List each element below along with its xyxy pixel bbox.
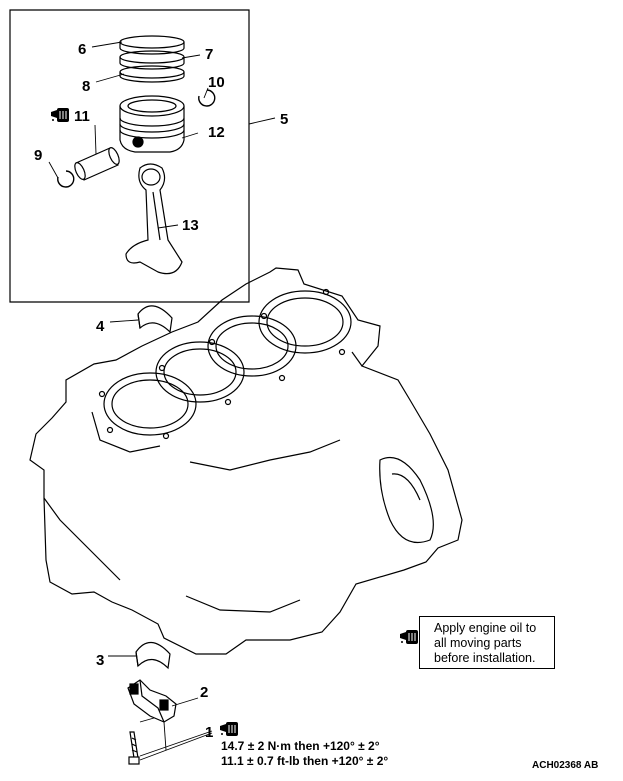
callout-8: 8 xyxy=(82,78,90,95)
oil-application-note: Apply engine oil to all moving parts bef… xyxy=(419,616,555,669)
callout-4: 4 xyxy=(96,318,105,335)
note-text: Apply engine oil to all moving parts bef… xyxy=(434,621,537,665)
oil-can-icon xyxy=(219,721,239,737)
callout-13: 13 xyxy=(182,217,199,234)
callout-5: 5 xyxy=(280,111,288,128)
drawing-code: ACH02368 AB xyxy=(532,760,599,771)
callout-2: 2 xyxy=(200,684,208,701)
piston xyxy=(119,95,185,153)
snap-ring-right xyxy=(198,89,216,107)
callout-6: 6 xyxy=(78,41,86,58)
piston-pin xyxy=(74,147,120,181)
bearing-cap xyxy=(127,679,177,723)
callout-3: 3 xyxy=(96,652,104,669)
callout-10: 10 xyxy=(208,74,225,91)
oil-can-icon xyxy=(50,107,70,123)
torque-spec-metric: 14.7 ± 2 N·m then +120° ± 2° xyxy=(221,739,380,753)
torque-spec-imperial: 11.1 ± 0.7 ft-lb then +120° ± 2° xyxy=(221,754,389,768)
upper-bearing-shell xyxy=(137,305,173,334)
callout-12: 12 xyxy=(208,124,225,141)
callout-7: 7 xyxy=(205,46,213,63)
callout-9: 9 xyxy=(34,147,42,164)
piston-assembly-frame xyxy=(9,9,250,303)
leader-lines xyxy=(48,41,276,761)
oil-can-icon xyxy=(399,629,419,645)
lower-bearing-shell xyxy=(135,641,171,670)
cylinder-block xyxy=(29,267,463,655)
cap-bolt xyxy=(128,731,140,765)
connecting-rod xyxy=(125,163,183,275)
snap-ring-left xyxy=(57,170,75,188)
piston-rings xyxy=(119,35,185,83)
torque-spec: 14.7 ± 2 N·m then +120° ± 2° 11.1 ± 0.7 … xyxy=(221,739,388,769)
callout-11: 11 xyxy=(74,108,90,125)
callout-1: 1 xyxy=(205,724,213,741)
